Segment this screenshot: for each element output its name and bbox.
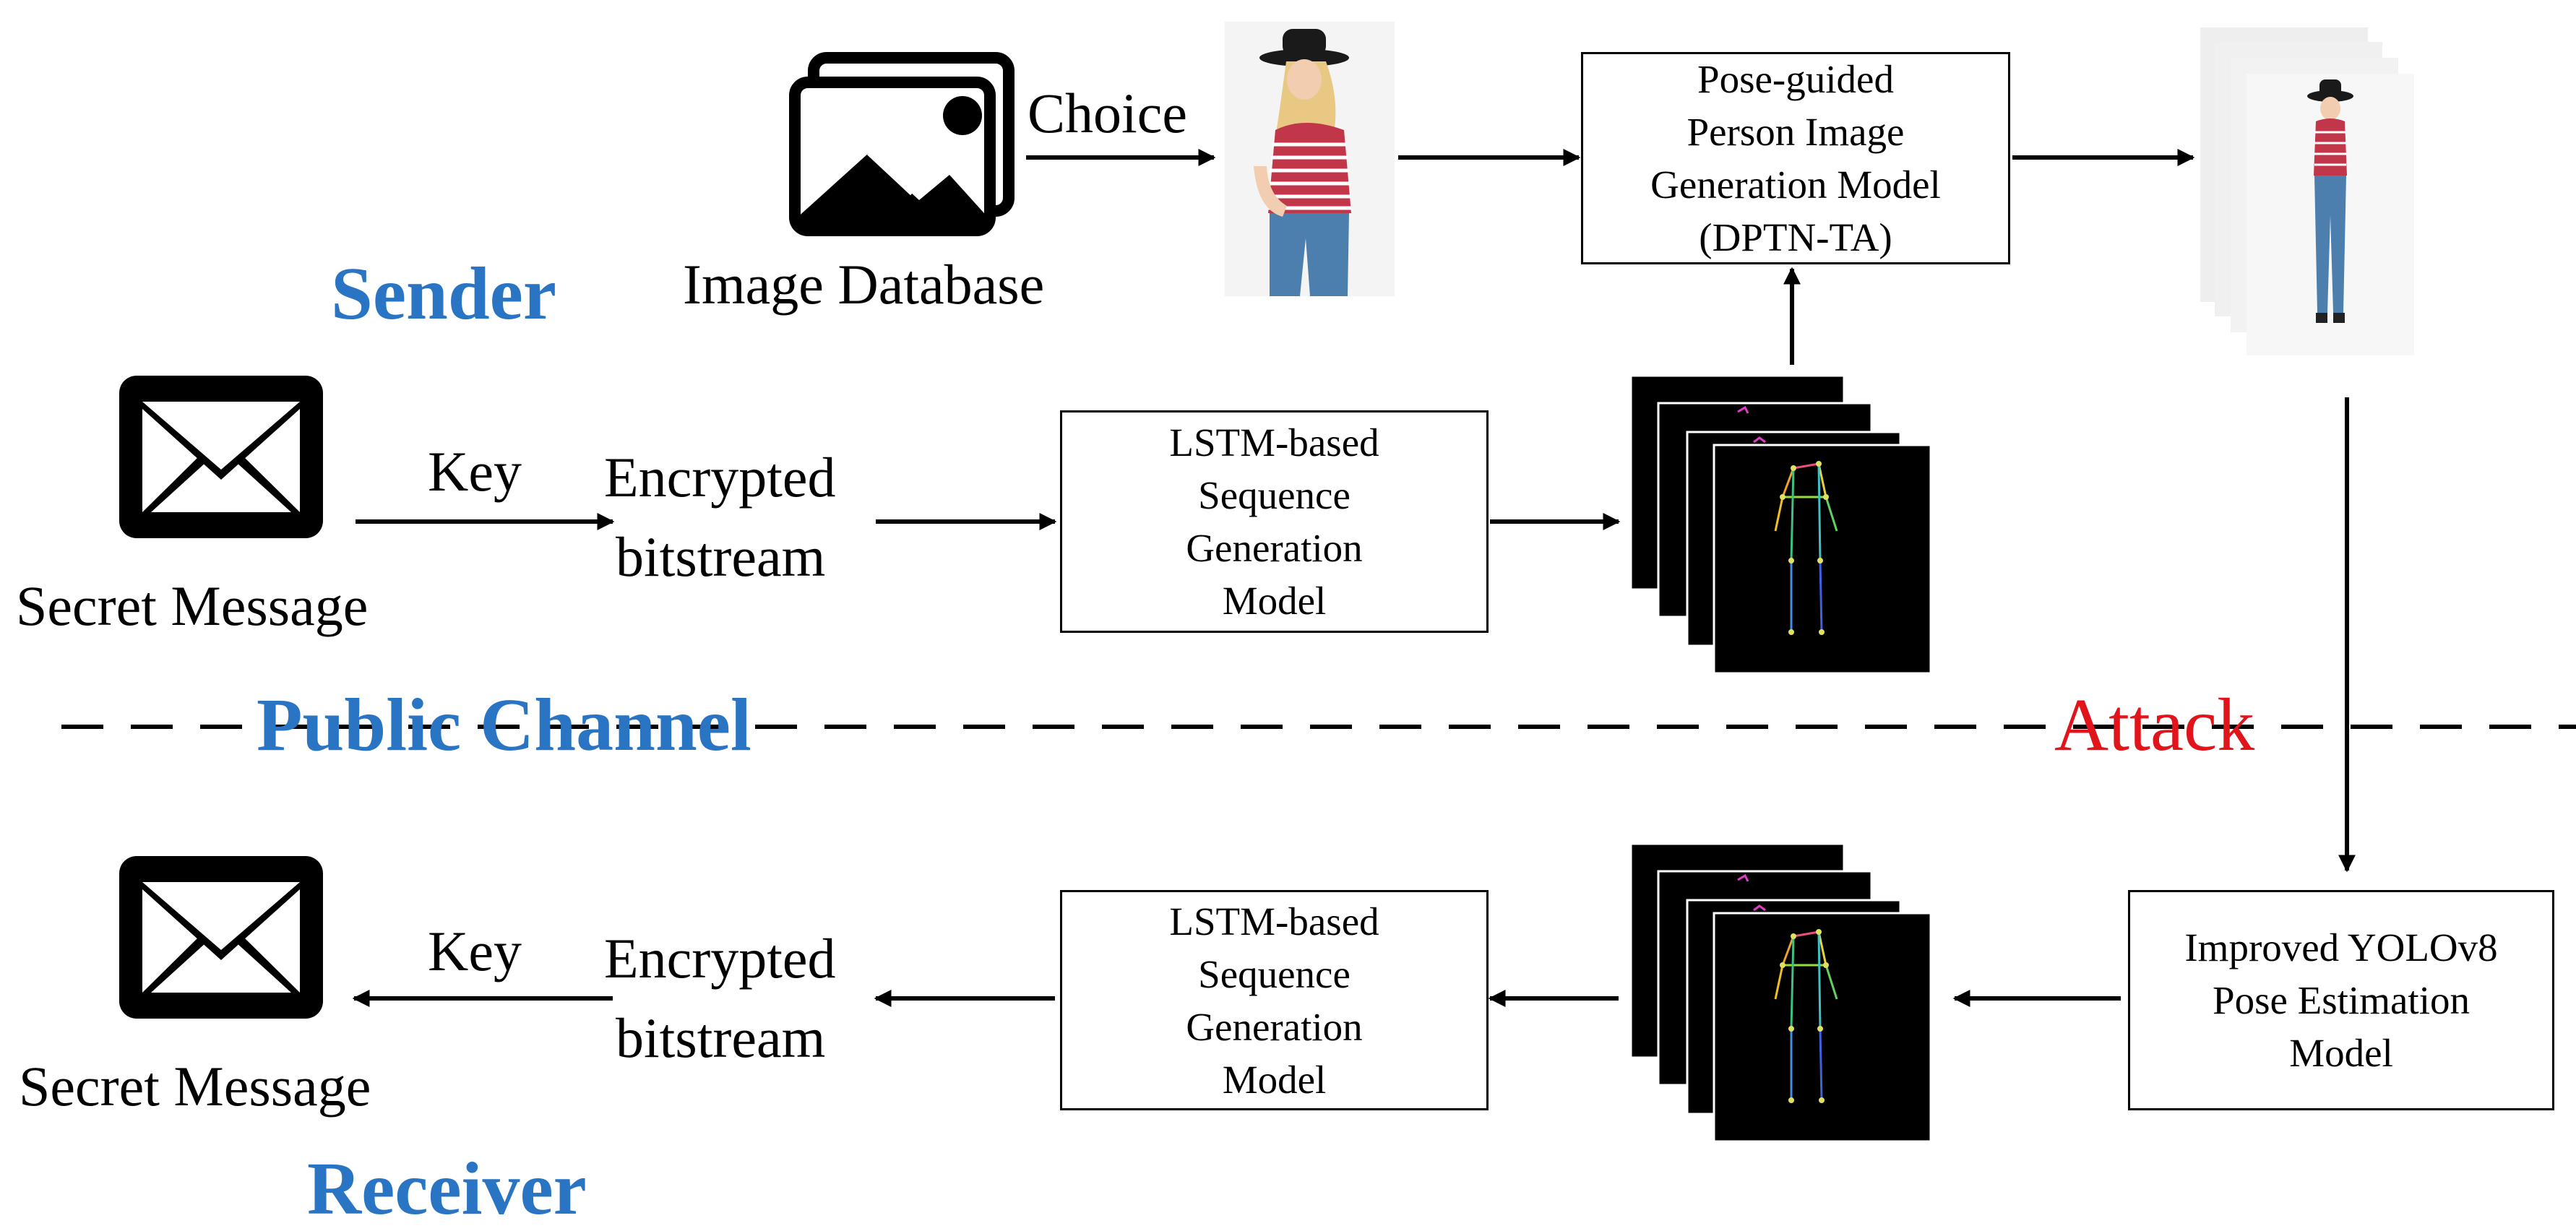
lstm-model-box-sender: LSTM-based Sequence Generation Model bbox=[1060, 410, 1489, 633]
lstm-sender-line-1: LSTM-based bbox=[1169, 420, 1379, 465]
secret-message-label-receiver: Secret Message bbox=[19, 1055, 371, 1118]
yolo-line-2: Pose Estimation bbox=[2213, 978, 2470, 1022]
lstm-receiver-line-3: Generation bbox=[1186, 1004, 1363, 1049]
key-label-sender: Key bbox=[428, 440, 522, 503]
choice-label: Choice bbox=[1028, 82, 1187, 144]
dptn-ta-model-box: Pose-guided Person Image Generation Mode… bbox=[1581, 52, 2010, 264]
yolo-line-1: Improved YOLOv8 bbox=[2184, 925, 2498, 969]
lstm-model-box-receiver: LSTM-based Sequence Generation Model bbox=[1060, 890, 1489, 1110]
pose-skeleton-stack-sender bbox=[1631, 376, 1932, 673]
lstm-receiver-line-2: Sequence bbox=[1198, 951, 1351, 996]
lstm-sender-line-3: Generation bbox=[1186, 526, 1363, 570]
dptn-line-3: Generation Model bbox=[1650, 163, 1941, 207]
lstm-receiver-line-1: LSTM-based bbox=[1169, 899, 1379, 943]
lstm-sender-line-4: Model bbox=[1222, 579, 1327, 623]
encrypted-label-sender: Encrypted bbox=[604, 446, 836, 509]
bitstream-label-receiver: bitstream bbox=[616, 1006, 826, 1069]
lstm-sender-line-2: Sequence bbox=[1198, 473, 1351, 517]
pose-skeleton-stack-receiver bbox=[1631, 844, 1932, 1141]
image-database-label: Image Database bbox=[683, 253, 1045, 316]
dptn-line-2: Person Image bbox=[1687, 110, 1905, 154]
secret-message-label-sender: Secret Message bbox=[16, 574, 369, 637]
receiver-label: Receiver bbox=[307, 1147, 587, 1230]
dptn-line-4: (DPTN-TA) bbox=[1699, 215, 1892, 259]
image-database-icon bbox=[789, 52, 1015, 236]
envelope-icon bbox=[119, 376, 323, 538]
key-label-receiver: Key bbox=[428, 920, 522, 982]
yolov8-pose-model-box: Improved YOLOv8 Pose Estimation Model bbox=[2128, 890, 2554, 1110]
yolo-line-3: Model bbox=[2289, 1031, 2393, 1075]
generated-image-stack bbox=[2200, 27, 2414, 355]
lstm-receiver-line-4: Model bbox=[1222, 1057, 1327, 1102]
pose-skeleton bbox=[1737, 873, 1838, 1101]
public-channel-label: Public Channel bbox=[257, 683, 751, 766]
dptn-line-1: Pose-guided bbox=[1697, 57, 1894, 101]
bitstream-label-sender: bitstream bbox=[616, 525, 826, 588]
person-photo bbox=[1225, 22, 1395, 296]
sender-label: Sender bbox=[331, 252, 556, 335]
encrypted-label-receiver: Encrypted bbox=[604, 927, 836, 990]
attack-label: Attack bbox=[2054, 683, 2255, 766]
envelope-icon bbox=[119, 856, 323, 1019]
pose-skeleton bbox=[1737, 405, 1838, 633]
